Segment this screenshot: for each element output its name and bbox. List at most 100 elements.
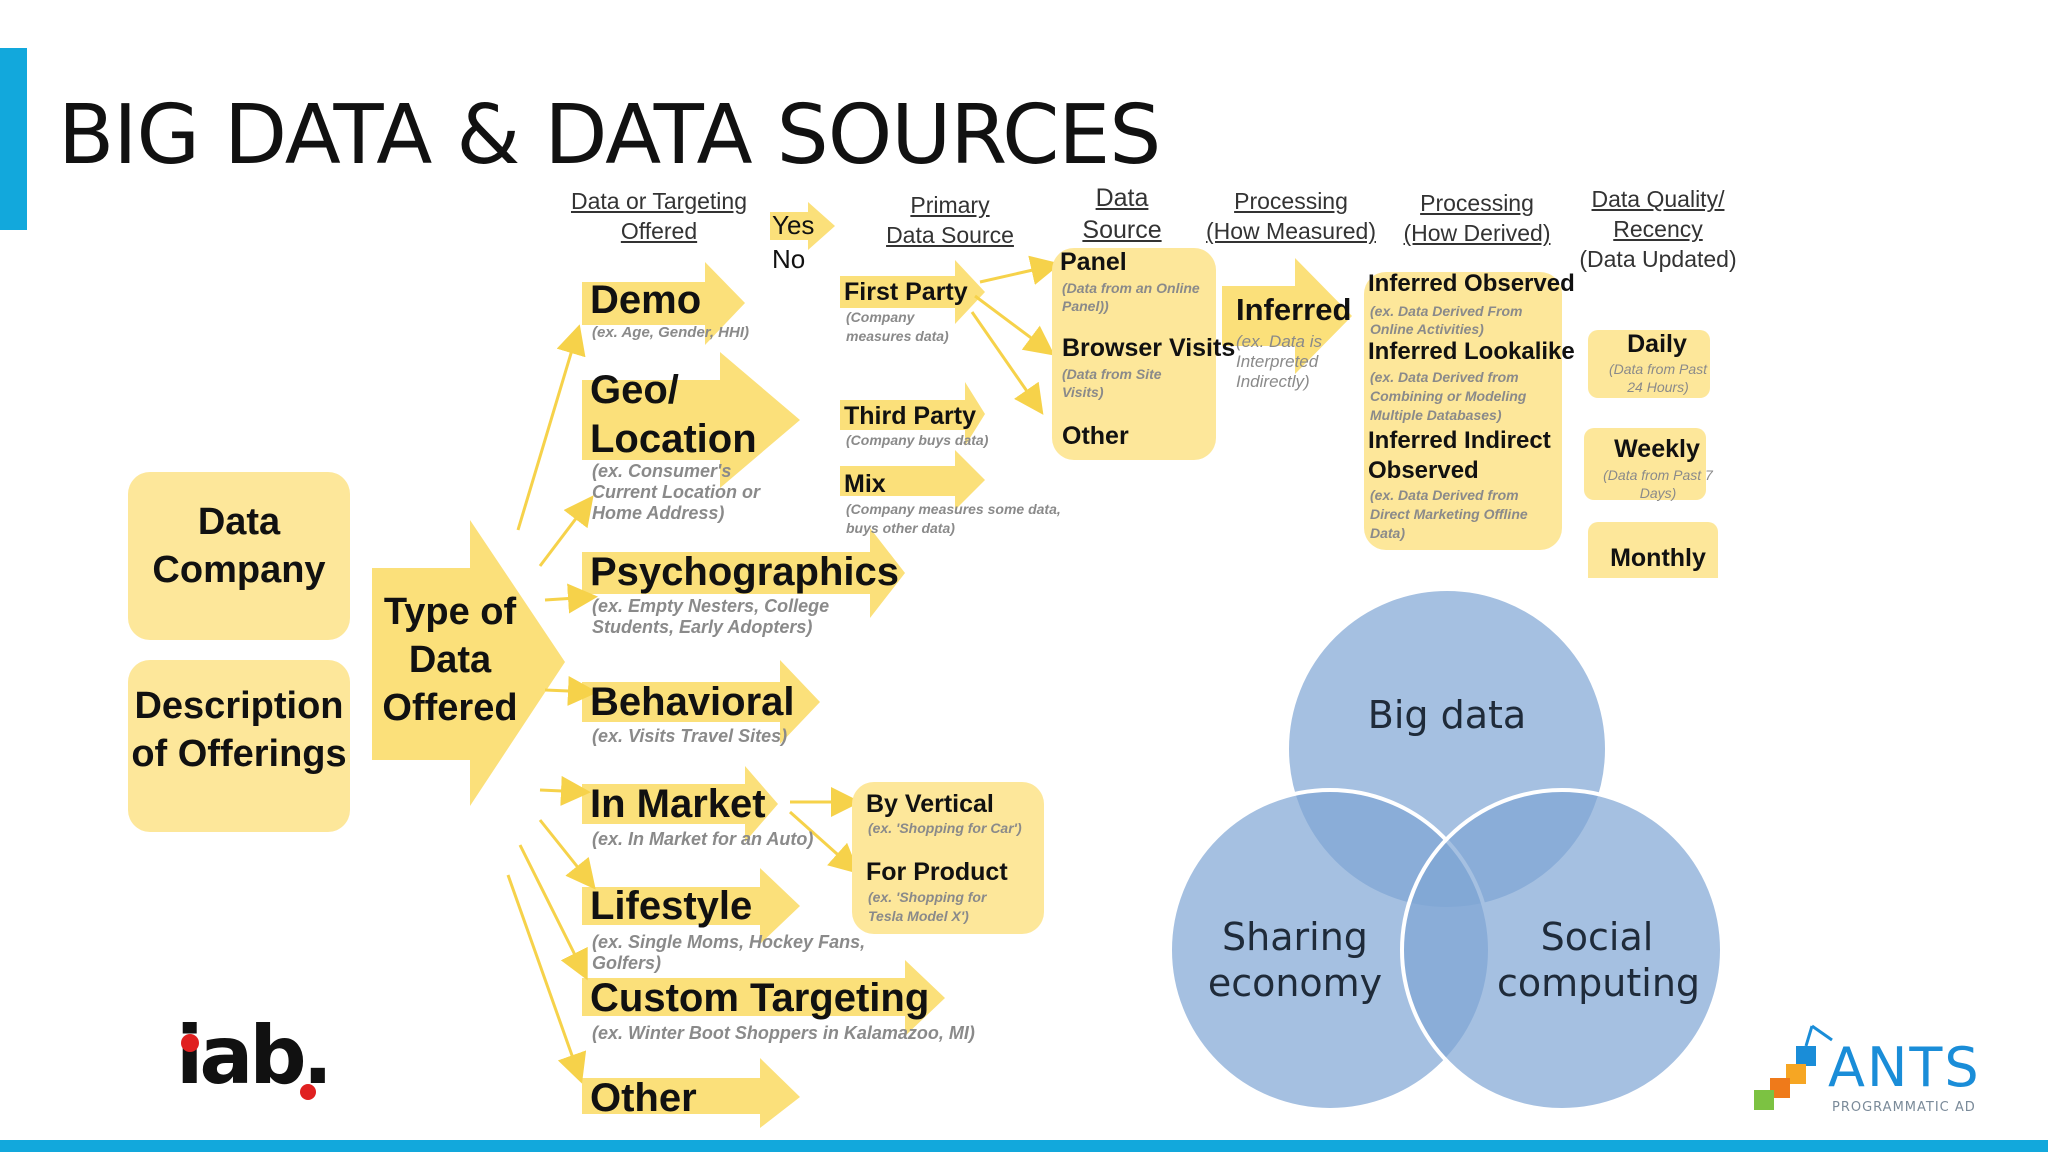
slide-title: BIG DATA & DATA SOURCES xyxy=(58,88,1161,183)
category-psychographics-sub: (ex. Empty Nesters, College Students, Ea… xyxy=(592,596,830,637)
header-offered: Data or Targeting Offered xyxy=(548,186,770,246)
category-in-market-sub: (ex. In Market for an Auto) xyxy=(592,829,814,849)
accent-bar-left xyxy=(0,48,27,230)
derived-box xyxy=(1364,272,1562,550)
psychographics-arrow-shape xyxy=(582,528,905,618)
category-custom-targeting: Custom Targeting xyxy=(590,976,930,1020)
category-in-market: In Market xyxy=(590,782,766,826)
type-line-1: Type of xyxy=(383,591,517,633)
primary-first-party-sub: (Company measures data) xyxy=(846,309,949,344)
ants-logo-icon xyxy=(1754,1024,1833,1110)
first-party-arrow-shape xyxy=(840,260,985,324)
category-psychographics: Psychographics xyxy=(590,550,900,594)
recency-daily-box xyxy=(1588,330,1710,398)
category-demo: Demo xyxy=(590,278,702,322)
data-company-box xyxy=(128,472,350,640)
description-box xyxy=(128,660,350,832)
recency-weekly: Weekly xyxy=(1614,435,1700,463)
primary-mix-sub: (Company measures some data, buys other … xyxy=(846,501,1061,536)
category-geo-location-sub: (ex. Consumer's Current Location or Home… xyxy=(592,461,761,523)
data-company-line-2: Company xyxy=(152,549,326,591)
ants-logo-text: ANTS xyxy=(1828,1036,1981,1099)
behavioral-arrow-shape xyxy=(582,660,820,744)
yes-arrow-shape xyxy=(770,202,835,250)
description-line-2: of Offerings xyxy=(131,733,347,775)
in-market-by-vertical-sub: (ex. 'Shopping for Car') xyxy=(868,820,1022,836)
recency-weekly-sub: (Data from Past 7 Days) xyxy=(1603,467,1713,501)
type-of-data-label: Type of Data Offered xyxy=(372,588,528,732)
data-company-line-1: Data xyxy=(197,501,281,543)
derived-inferred-lookalike: Inferred Lookalike xyxy=(1368,338,1575,365)
lifestyle-arrow-shape xyxy=(582,868,800,944)
header-quality-line-2: Recency xyxy=(1613,216,1703,242)
third-party-arrow-shape xyxy=(840,382,985,446)
venn-label-social-computing: Social computing xyxy=(1497,915,1701,1005)
iab-logo: iab. xyxy=(176,1016,336,1102)
header-derived-line-1: Processing xyxy=(1420,190,1534,216)
in-market-box xyxy=(852,782,1044,934)
header-no: No xyxy=(772,244,806,274)
recency-daily: Daily xyxy=(1627,330,1687,358)
derived-inferred-indirect-observed: Inferred Indirect Observed xyxy=(1368,427,1551,484)
geo-arrow-shape xyxy=(582,352,800,488)
recency-monthly: Monthly xyxy=(1610,544,1706,572)
accent-bar-bottom xyxy=(0,1140,2048,1152)
primary-mix: Mix xyxy=(844,470,886,498)
category-lifestyle-sub: (ex. Single Moms, Hockey Fans, Golfers) xyxy=(592,932,866,973)
demo-arrow-shape xyxy=(582,262,745,345)
header-yes: Yes xyxy=(772,210,815,240)
derived-inferred-lookalike-sub: (ex. Data Derived from Combining or Mode… xyxy=(1370,369,1527,423)
type-line-3: Offered xyxy=(382,687,518,729)
other-arrow-shape xyxy=(582,1058,800,1128)
venn-label-big-data: Big data xyxy=(1367,693,1527,737)
primary-third-party-sub: (Company buys data) xyxy=(846,432,989,448)
iab-logo-text: iab. xyxy=(176,1009,333,1102)
mix-arrow-shape xyxy=(840,450,985,510)
data-source-panel: Panel xyxy=(1060,248,1127,276)
header-derived-line-2: (How Derived) xyxy=(1403,220,1551,246)
data-company-label: Data Company xyxy=(128,498,350,594)
data-source-browser-visits-sub: (Data from Site Visits) xyxy=(1062,366,1162,400)
primary-third-party: Third Party xyxy=(844,402,976,430)
data-source-box xyxy=(1052,248,1216,460)
derived-inferred-observed: Inferred Observed xyxy=(1368,270,1575,297)
header-measured: Processing (How Measured) xyxy=(1196,186,1386,246)
ants-logo: ANTS PROGRAMMATIC AD xyxy=(1752,1018,2022,1118)
header-quality: Data Quality/ Recency (Data Updated) xyxy=(1570,184,1746,274)
inmarket-arrow-shape xyxy=(582,766,778,842)
data-source-panel-sub: (Data from an Online Panel)) xyxy=(1062,280,1200,314)
header-source-line-1: Data xyxy=(1095,184,1149,212)
category-demo-sub: (ex. Age, Gender, HHI) xyxy=(592,324,749,341)
type-arrow-shape xyxy=(372,520,565,806)
measured-inferred: Inferred xyxy=(1236,292,1352,327)
header-offered-line-2: Offered xyxy=(620,218,698,244)
header-primary: Primary Data Source xyxy=(862,190,1038,250)
category-geo-location: Geo/ Location xyxy=(590,368,757,461)
iab-dot-top xyxy=(181,1034,199,1052)
recency-daily-sub: (Data from Past 24 Hours) xyxy=(1608,361,1708,395)
recency-weekly-box xyxy=(1584,428,1706,500)
header-offered-line-1: Data or Targeting xyxy=(570,188,747,214)
ants-logo-tag: PROGRAMMATIC AD xyxy=(1832,1100,1976,1115)
header-measured-line-1: Processing xyxy=(1234,188,1348,214)
type-line-2: Data xyxy=(408,639,492,681)
in-market-by-vertical: By Vertical xyxy=(866,790,994,818)
in-market-for-product: For Product xyxy=(866,858,1008,886)
header-primary-line-2: Data Source xyxy=(886,222,1014,248)
category-custom-targeting-sub: (ex. Winter Boot Shoppers in Kalamazoo, … xyxy=(592,1023,975,1043)
header-source-line-2: Source xyxy=(1082,216,1162,244)
venn-label-sharing-economy: Sharing economy xyxy=(1207,915,1383,1005)
header-measured-line-2: (How Measured) xyxy=(1206,218,1376,244)
category-behavioral-sub: (ex. Visits Travel Sites) xyxy=(592,726,788,746)
venn-circle-social-computing xyxy=(1400,788,1724,1112)
iab-dot-end xyxy=(300,1084,316,1100)
description-label: Description of Offerings xyxy=(122,682,356,778)
header-quality-line-3: (Data Updated) xyxy=(1579,246,1737,272)
header-derived: Processing (How Derived) xyxy=(1394,188,1560,248)
derived-inferred-indirect-observed-sub: (ex. Data Derived from Direct Marketing … xyxy=(1370,487,1528,541)
derived-inferred-observed-sub: (ex. Data Derived From Online Activities… xyxy=(1370,303,1523,337)
description-line-1: Description xyxy=(134,685,344,727)
